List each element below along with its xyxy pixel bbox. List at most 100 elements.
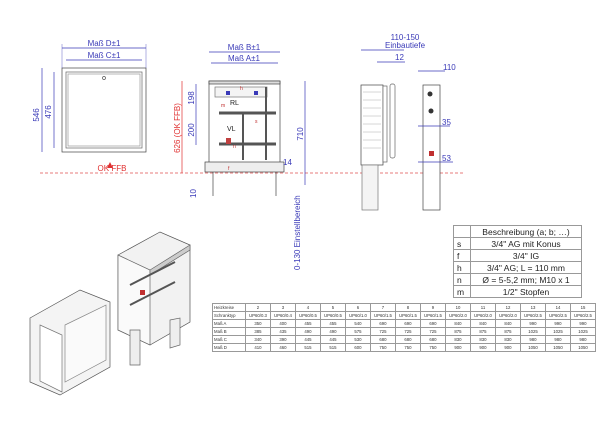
table-cell: 1025 [545,327,571,336]
table-cell: 12 [495,303,521,312]
table-cell: 980 [520,335,546,344]
table-cell: 990 [545,319,571,328]
table-cell: 690 [420,319,446,328]
front-open-view: Maß B±1 Maß A±1 626 (OK FFB) 198 200 710… [173,43,306,270]
table-cell: 8 [395,303,421,312]
dim-198-label: 198 [187,91,196,105]
table-cell: 900 [495,343,521,352]
table-cell: 980 [545,335,571,344]
table-cell: 690 [370,319,396,328]
table-cell: 575 [345,327,371,336]
table-cell: 455 [320,319,346,328]
ffb-label: OK FFB [98,164,127,173]
cabinet-3d-door [29,289,111,396]
table-cell: 680 [370,335,396,344]
table-cell: UP60/1.5 [420,311,446,320]
dim-a-label: Maß A±1 [228,54,261,63]
table-cell: 9 [420,303,446,312]
table-cell: UP60/2.5 [520,311,546,320]
table-cell: UP60/0.4 [270,311,296,320]
table-cell: UP60/1.0 [345,311,371,320]
table-cell: 990 [570,319,596,328]
table-cell: 725 [420,327,446,336]
cabinet-3d-open [117,231,191,366]
table-cell: 515 [295,343,321,352]
dim-710-label: 710 [296,127,305,141]
table-cell: UP60/0.5 [295,311,321,320]
table-cell: UP60/1.5 [370,311,396,320]
table-cell: UP60/2.0 [495,311,521,320]
table-cell: 515 [320,343,346,352]
table-cell: 390 [270,335,296,344]
table-cell: 3 [270,303,296,312]
row-header: Schranktyp [212,311,246,320]
table-cell: 350 [245,319,271,328]
row-header: Maß D [212,343,246,352]
table-cell: 400 [270,319,296,328]
row-header: Maß A [212,319,246,328]
table-cell: UP60/2.0 [445,311,471,320]
row-header: Maß C [212,335,246,344]
table-cell: 530 [345,335,371,344]
table-cell: 490 [295,327,321,336]
table-cell: 5 [320,303,346,312]
table-cell: 460 [270,343,296,352]
height-546-label: 546 [32,108,41,122]
table-cell: 750 [420,343,446,352]
table-cell: 445 [320,335,346,344]
dim-b-label: Maß B±1 [228,43,261,52]
label-h: h [240,86,243,92]
table-cell: 1025 [520,327,546,336]
table-cell: 900 [445,343,471,352]
front-door-view: Maß D±1 Maß C±1 546 476 OK FFB [32,39,147,173]
table-cell: 340 [245,335,271,344]
table-cell: 990 [520,319,546,328]
table-cell: 875 [495,327,521,336]
table-cell: 830 [470,335,496,344]
dim-12-label: 12 [395,53,404,62]
table-cell: 410 [245,343,271,352]
label-m: m [221,103,225,109]
table-cell: 830 [495,335,521,344]
table-cell: 11 [470,303,496,312]
table-cell: 840 [495,319,521,328]
table-cell: UP60/2.5 [570,311,596,320]
table-cell: 900 [470,343,496,352]
table-cell: 490 [320,327,346,336]
dim-14-label: 14 [283,158,292,167]
table-cell: 7 [370,303,396,312]
legend-header: Beschreibung (a; b; …) [470,225,582,238]
table-cell: 385 [245,327,271,336]
dim-200-label: 200 [187,123,196,137]
table-cell: 725 [395,327,421,336]
table-cell: 840 [445,319,471,328]
height-476-label: 476 [44,105,53,119]
table-cell: UP60/2.5 [545,311,571,320]
table-cell: 750 [370,343,396,352]
table-cell: 680 [420,335,446,344]
depth-caption: Einbautiefe [385,41,426,50]
dim-110-label: 110 [443,63,456,72]
table-cell: 600 [345,343,371,352]
table-cell: 875 [445,327,471,336]
dim-d-label: Maß D±1 [88,39,121,48]
table-cell: UP60/1.5 [395,311,421,320]
table-cell: UP60/2.0 [470,311,496,320]
table-cell: 680 [395,335,421,344]
table-cell: 875 [470,327,496,336]
table-cell: 725 [370,327,396,336]
side-view: 110-150 Einbautiefe 12 110 35 53 [360,33,456,211]
table-cell: 435 [270,327,296,336]
